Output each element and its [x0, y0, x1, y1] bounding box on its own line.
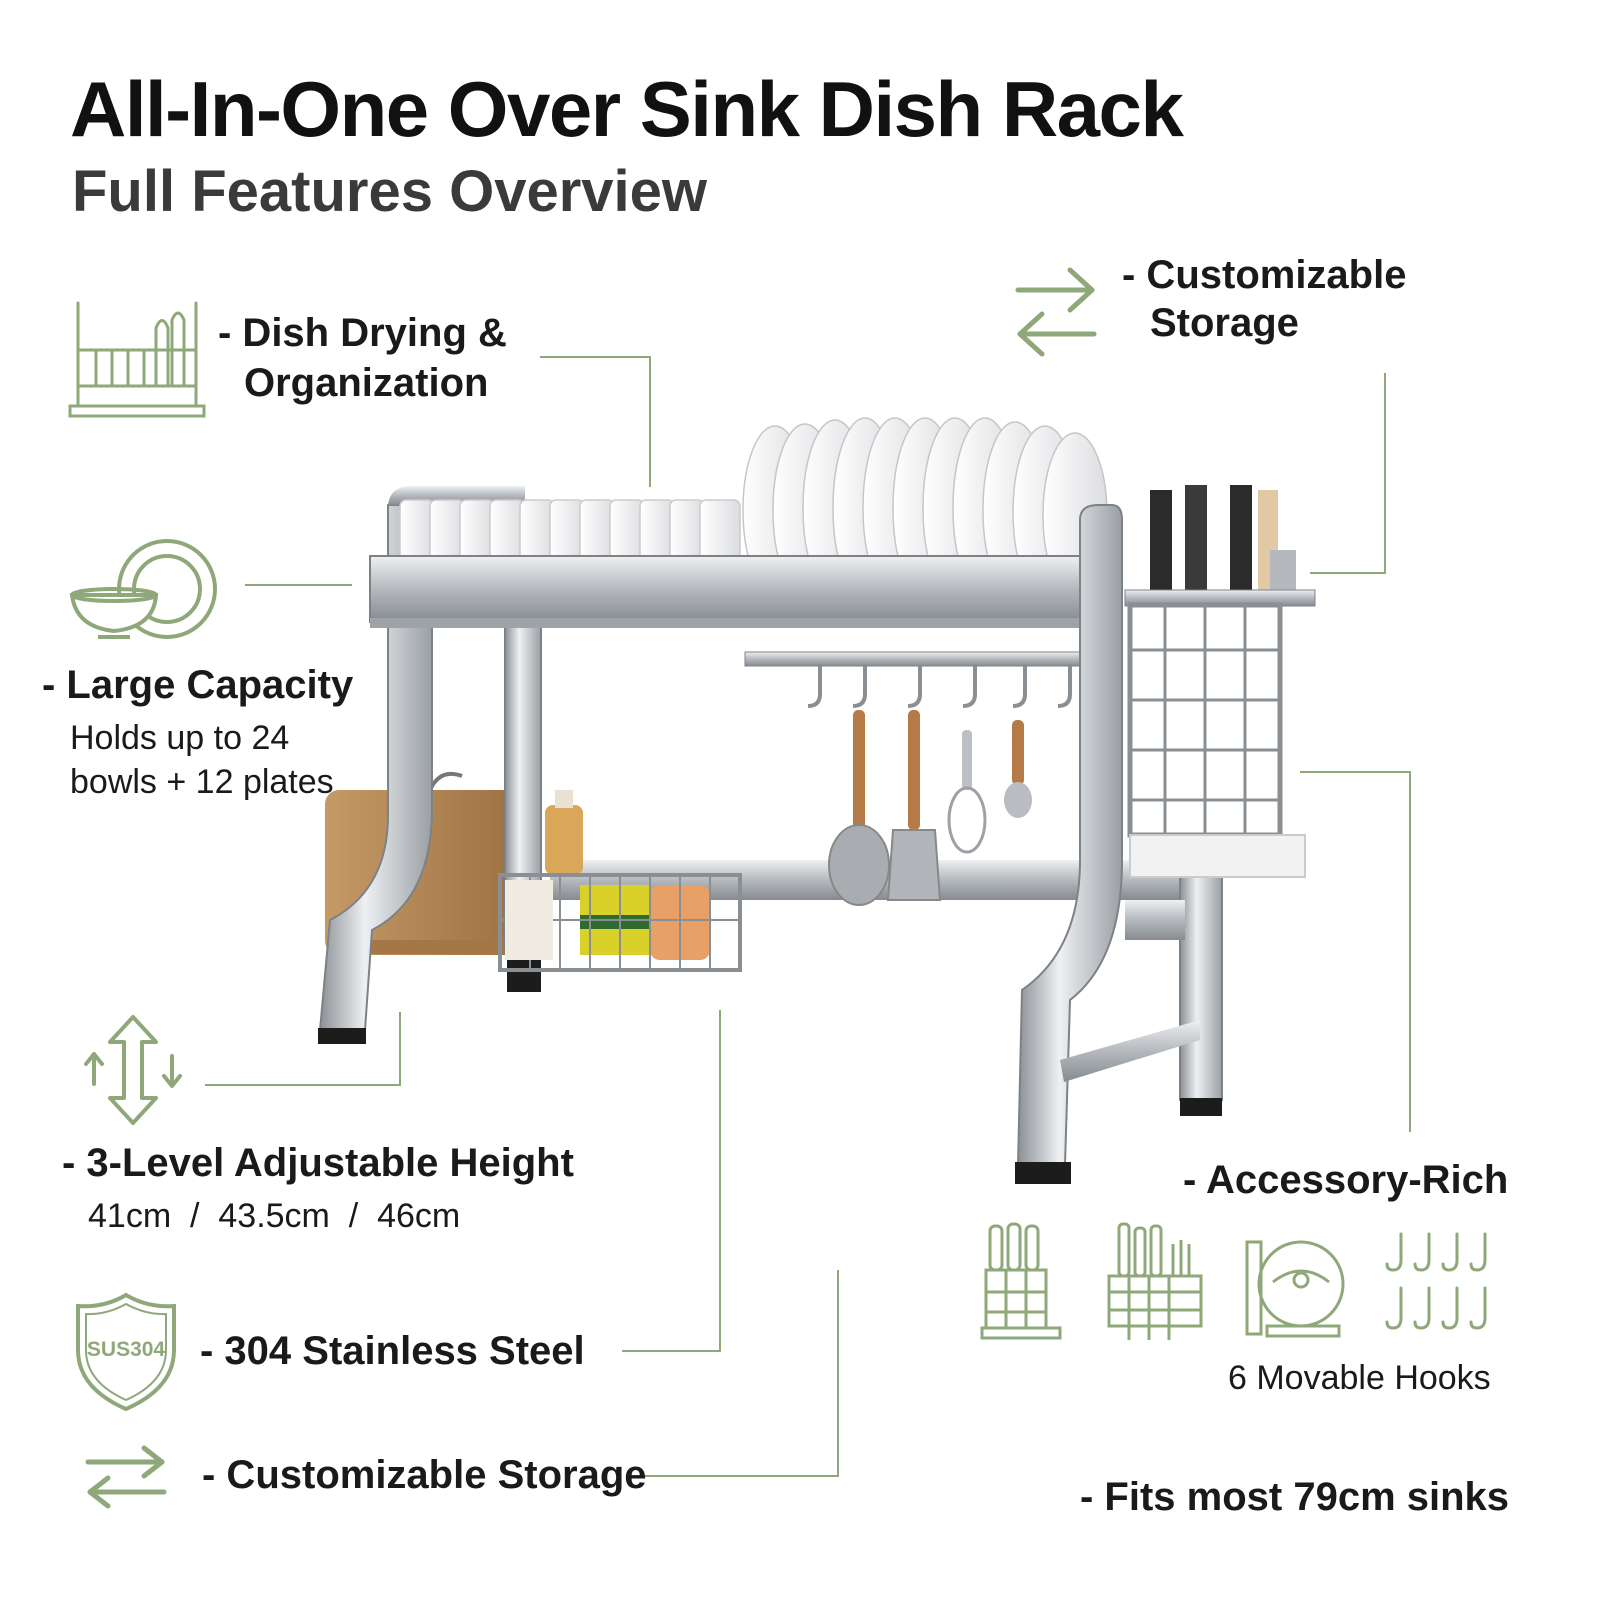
hook-bar [744, 651, 1106, 667]
cutting-board-holder-icon [1245, 1240, 1345, 1338]
shield-icon: SUS304 [76, 1292, 176, 1412]
bowls [399, 499, 741, 561]
knife-holder-icon [980, 1222, 1062, 1340]
dish-rack-icon [68, 301, 206, 418]
height-arrows-icon [84, 1015, 182, 1125]
leader-line-height [205, 1012, 401, 1086]
hooks-caption: 6 Movable Hooks [1228, 1359, 1491, 1397]
utensil-holder-icon [1107, 1222, 1203, 1340]
feature-dish-drying-line1: - Dish Drying & [218, 311, 507, 355]
feature-fits-sinks-label: - Fits most 79cm sinks [1080, 1475, 1510, 1519]
leader-line-customizable-top [1310, 373, 1386, 574]
feature-customizable-top-line2: Storage [1150, 301, 1299, 345]
page-subtitle: Full Features Overview [72, 159, 708, 224]
feature-large-capacity-line1: Holds up to 24 [70, 719, 290, 757]
feature-adjustable-height-sizes: 41cm / 43.5cm / 46cm [88, 1197, 461, 1235]
top-tray [369, 555, 1121, 623]
bowl-plate-icon [69, 539, 217, 639]
leader-line-steel [622, 1010, 721, 1352]
leader-line-customizable-bottom [645, 1270, 839, 1477]
feature-accessory-rich-label: - Accessory-Rich [1183, 1158, 1509, 1202]
swap-arrows-icon [1015, 267, 1097, 357]
hooks [807, 666, 1072, 708]
leader-line-accessory [1300, 771, 1411, 1132]
feature-large-capacity-label: - Large Capacity [42, 663, 354, 707]
feature-adjustable-height-label: - 3-Level Adjustable Height [62, 1141, 574, 1185]
right-frame [1015, 504, 1223, 1184]
hanging-utensils [828, 710, 1032, 906]
feature-dish-drying-line2: Organization [244, 361, 489, 405]
feature-stainless-steel-label: - 304 Stainless Steel [200, 1329, 585, 1373]
feature-customizable-top-line1: - Customizable [1122, 253, 1407, 297]
sponge-basket [498, 790, 742, 972]
knife-utensil-holder [1124, 485, 1316, 878]
feature-customizable-bottom-label: - Customizable Storage [202, 1453, 647, 1497]
hooks-icon [1385, 1232, 1487, 1330]
page-title: All-In-One Over Sink Dish Rack [70, 65, 1184, 153]
swap-arrows-icon [85, 1445, 167, 1509]
feature-large-capacity-line2: bowls + 12 plates [70, 763, 334, 801]
leader-line-dish-drying [540, 356, 651, 487]
sus304-badge-text: SUS304 [87, 1338, 166, 1361]
